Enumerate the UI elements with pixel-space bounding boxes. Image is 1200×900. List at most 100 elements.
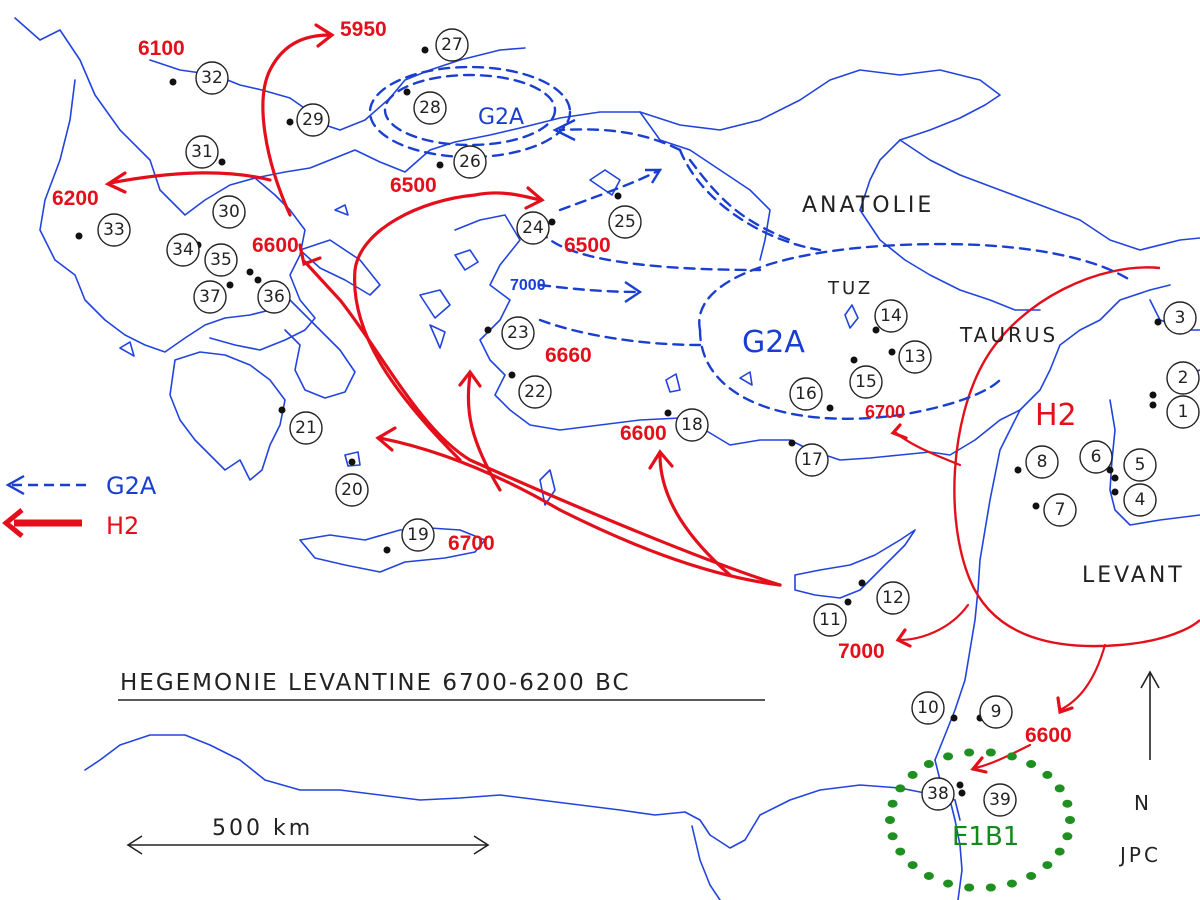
- site-number: 1: [1178, 402, 1189, 422]
- site-circle: [204, 243, 238, 277]
- site-circle: [675, 408, 709, 442]
- site-circle: [435, 28, 469, 62]
- site-circle: [296, 103, 330, 137]
- site-circle: [1079, 440, 1113, 474]
- site-dot: [1154, 318, 1162, 326]
- site-number: 38: [927, 784, 949, 804]
- site-circle: [501, 316, 535, 350]
- e1b1-zone: [885, 748, 1075, 892]
- site-37: 37: [193, 280, 234, 314]
- site-circle: [453, 145, 487, 179]
- site-23: 23: [484, 316, 535, 350]
- site-number: 3: [1175, 308, 1186, 328]
- site-circle: [911, 691, 945, 725]
- site-35: 35: [204, 243, 254, 277]
- site-circle: [1043, 493, 1077, 527]
- site-16: 16: [789, 377, 834, 412]
- site-dot: [286, 118, 294, 126]
- site-7: 7: [1032, 493, 1077, 527]
- e1b1-marker: [1026, 871, 1037, 880]
- site-dot: [246, 268, 254, 276]
- date-6700-crete: 6700: [448, 532, 495, 555]
- site-circle: [849, 365, 883, 399]
- date-7000-aegean: 7000: [510, 277, 546, 294]
- legend-h2-label: H2: [106, 512, 139, 540]
- label-levant: LEVANT: [1082, 563, 1185, 588]
- site-number: 20: [341, 480, 363, 500]
- north-label: N: [1134, 791, 1152, 815]
- site-circle: [1025, 445, 1059, 479]
- site-dot: [169, 78, 177, 86]
- h2-arrows: [108, 33, 1107, 770]
- site-dot: [254, 276, 262, 284]
- map-title: HEGEMONIE LEVANTINE 6700-6200 BC: [120, 670, 631, 696]
- scale-label: 500 km: [212, 816, 313, 841]
- site-26: 26: [436, 145, 487, 179]
- site-4: 4: [1111, 483, 1157, 517]
- e1b1-marker: [907, 770, 918, 779]
- date-7000-cyprus: 7000: [838, 640, 885, 663]
- site-33: 33: [75, 213, 131, 247]
- date-6100: 6100: [138, 37, 185, 60]
- site-circle: [257, 280, 291, 314]
- site-dot: [548, 218, 556, 226]
- site-38: 38: [921, 777, 964, 811]
- site-number: 16: [795, 384, 817, 404]
- site-circle: [413, 91, 447, 125]
- e1b1-marker: [1054, 784, 1065, 793]
- site-number: 39: [989, 790, 1011, 810]
- date-6600-egypt: 6600: [1025, 724, 1072, 747]
- site-24: 24: [516, 211, 556, 245]
- e1b1-marker: [1065, 816, 1075, 824]
- site-number: 22: [524, 382, 546, 402]
- site-10: 10: [911, 691, 958, 725]
- site-number: 37: [199, 287, 221, 307]
- site-circle: [1166, 361, 1200, 395]
- legend-g2a-label: G2A: [106, 472, 157, 500]
- site-number: 11: [819, 610, 841, 630]
- author-label: JPC: [1118, 843, 1161, 867]
- site-dot: [1111, 488, 1119, 496]
- site-36: 36: [254, 276, 291, 314]
- e1b1-marker: [923, 871, 934, 880]
- site-3: 3: [1154, 301, 1197, 335]
- site-number: 32: [201, 68, 223, 88]
- site-number: 34: [172, 240, 194, 260]
- site-number: 14: [880, 306, 902, 326]
- e1b1-marker: [887, 832, 898, 841]
- label-h2: H2: [1035, 398, 1077, 433]
- site-number: 35: [210, 250, 232, 270]
- site-dot: [436, 161, 444, 169]
- site-21: 21: [278, 406, 323, 445]
- e1b1-marker: [1062, 832, 1073, 841]
- e1b1-marker: [943, 752, 954, 761]
- e1b1-marker: [964, 883, 975, 892]
- site-dot: [614, 192, 622, 200]
- date-6200: 6200: [52, 187, 99, 210]
- site-number: 29: [302, 110, 324, 130]
- site-number: 30: [218, 202, 240, 222]
- legend: G2A H2: [2, 472, 157, 540]
- site-circle: [335, 473, 369, 507]
- e1b1-marker: [1062, 799, 1073, 808]
- label-g2a-north: G2A: [478, 105, 524, 130]
- site-circle: [608, 205, 642, 239]
- date-6600-greece: 6600: [252, 234, 299, 257]
- site-circle: [185, 135, 219, 169]
- site-9: 9: [976, 695, 1013, 729]
- site-17: 17: [788, 439, 829, 477]
- site-number: 6: [1091, 447, 1102, 467]
- site-circle: [979, 695, 1013, 729]
- site-circle: [518, 375, 552, 409]
- site-dot: [950, 714, 958, 722]
- site-number: 23: [507, 323, 529, 343]
- site-circle: [898, 340, 932, 374]
- site-circle: [876, 581, 910, 615]
- site-circle: [795, 443, 829, 477]
- site-circle: [401, 518, 435, 552]
- site-number: 10: [917, 698, 939, 718]
- site-number: 18: [681, 415, 703, 435]
- site-dot: [1149, 391, 1157, 399]
- north-arrow: [1140, 670, 1160, 760]
